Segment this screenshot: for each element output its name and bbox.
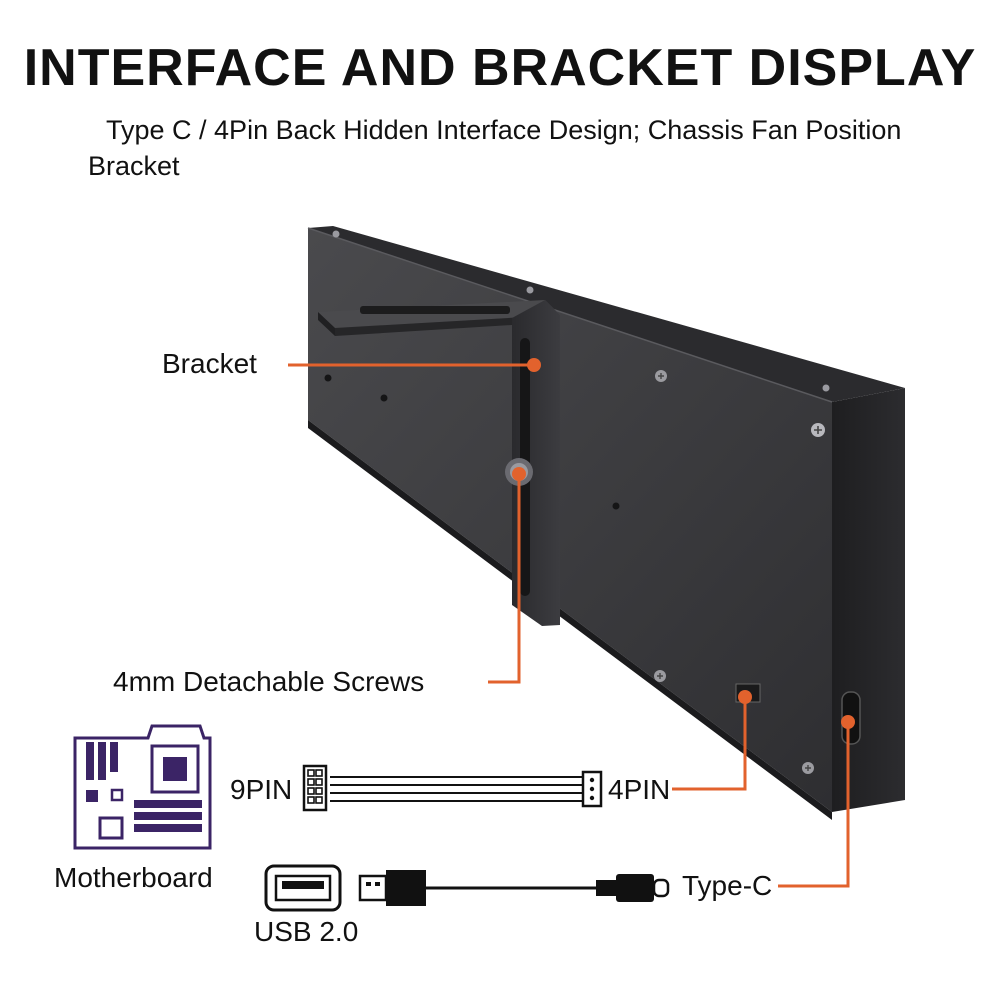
callout-lines (288, 363, 850, 888)
usb-plug-icon (358, 870, 426, 906)
typec-label: Type-C (682, 870, 773, 901)
usb-label: USB 2.0 (254, 916, 359, 947)
typec-plug-icon (596, 874, 670, 902)
bracket (318, 300, 560, 626)
9pin-connector-icon (302, 764, 328, 812)
motherboard-label: Motherboard (54, 862, 213, 893)
screws-label: 4mm Detachable Screws (113, 666, 425, 697)
bracket-label: Bracket (162, 348, 257, 379)
page-subtitle: Type C / 4Pin Back Hidden Interface Desi… (88, 115, 902, 181)
usb-port-icon (264, 864, 342, 912)
page-title: INTERFACE AND BRACKET DISPLAY (23, 39, 977, 97)
display-panel (307, 226, 905, 820)
9pin-label: 9PIN (230, 774, 293, 805)
fan-cable (330, 776, 582, 802)
screw-icon (654, 370, 825, 774)
callout-dots (512, 358, 855, 729)
4pin-connector-icon (581, 770, 603, 808)
4pin-label: 4PIN (608, 774, 671, 805)
motherboard-icon (73, 724, 212, 850)
